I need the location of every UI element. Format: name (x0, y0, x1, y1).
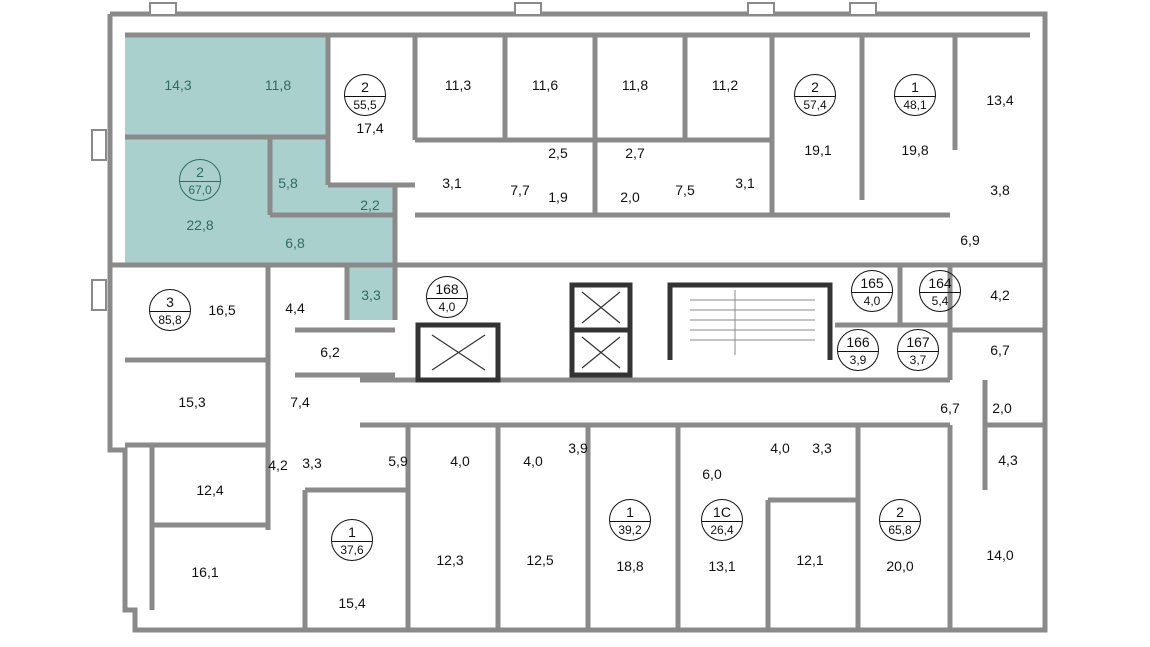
room-area: 11,6 (531, 77, 559, 93)
room-area: 16,5 (208, 302, 236, 318)
room-area: 2,2 (360, 197, 380, 213)
room-area: 13,4 (986, 92, 1014, 108)
room-area: 5,8 (278, 175, 298, 191)
room-area: 16,1 (191, 564, 219, 580)
room-area: 3,3 (361, 287, 381, 303)
room-area: 3,3 (302, 455, 322, 471)
room-area: 20,0 (886, 558, 914, 574)
room-area: 4,0 (523, 453, 543, 469)
room-area: 4,3 (998, 452, 1018, 468)
room-area: 14,0 (986, 547, 1014, 563)
room-area: 2,7 (625, 145, 645, 161)
windows (91, 2, 877, 311)
room-area: 1,9 (548, 189, 568, 205)
room-area: 6,7 (990, 342, 1010, 358)
room-area: 2,0 (992, 400, 1012, 416)
room-area: 15,4 (338, 595, 366, 611)
room-area: 4,0 (450, 453, 470, 469)
room-area: 7,5 (675, 182, 695, 198)
room-area: 19,1 (804, 142, 832, 158)
room-area: 4,2 (990, 287, 1010, 303)
room-area: 4,0 (770, 440, 790, 456)
room-area: 7,4 (290, 394, 310, 410)
selected-apartment-fill[interactable] (125, 35, 395, 320)
room-area: 15,3 (178, 394, 206, 410)
room-area: 6,0 (702, 466, 722, 482)
room-area: 4,4 (285, 300, 305, 316)
room-area: 19,8 (901, 142, 929, 158)
room-area: 3,8 (990, 182, 1010, 198)
room-area: 12,3 (436, 552, 464, 568)
room-area: 6,9 (960, 232, 980, 248)
room-area: 12,1 (796, 552, 824, 568)
room-area: 18,8 (616, 558, 644, 574)
room-area: 22,8 (186, 217, 214, 233)
room-area: 4,2 (268, 457, 288, 473)
room-area: 7,7 (510, 182, 530, 198)
room-area: 11,8 (264, 77, 292, 93)
room-area: 12,4 (196, 482, 224, 498)
room-area: 14,3 (164, 77, 192, 93)
room-area: 5,9 (388, 453, 408, 469)
room-area: 2,0 (620, 189, 640, 205)
room-area: 3,1 (442, 175, 462, 191)
room-area: 6,7 (940, 400, 960, 416)
room-area: 3,3 (812, 440, 832, 456)
room-area: 12,5 (526, 552, 554, 568)
room-area: 17,4 (356, 120, 384, 136)
room-area: 3,9 (568, 440, 588, 456)
room-area: 11,8 (621, 77, 649, 93)
room-area: 11,3 (444, 77, 472, 93)
stairs (690, 290, 815, 355)
room-area: 6,8 (285, 235, 305, 251)
room-area: 11,2 (711, 77, 739, 93)
room-area: 2,5 (548, 145, 568, 161)
room-area: 13,1 (708, 558, 736, 574)
room-area: 6,2 (320, 344, 340, 360)
elevator-core (415, 282, 833, 383)
room-area: 3,1 (735, 175, 755, 191)
